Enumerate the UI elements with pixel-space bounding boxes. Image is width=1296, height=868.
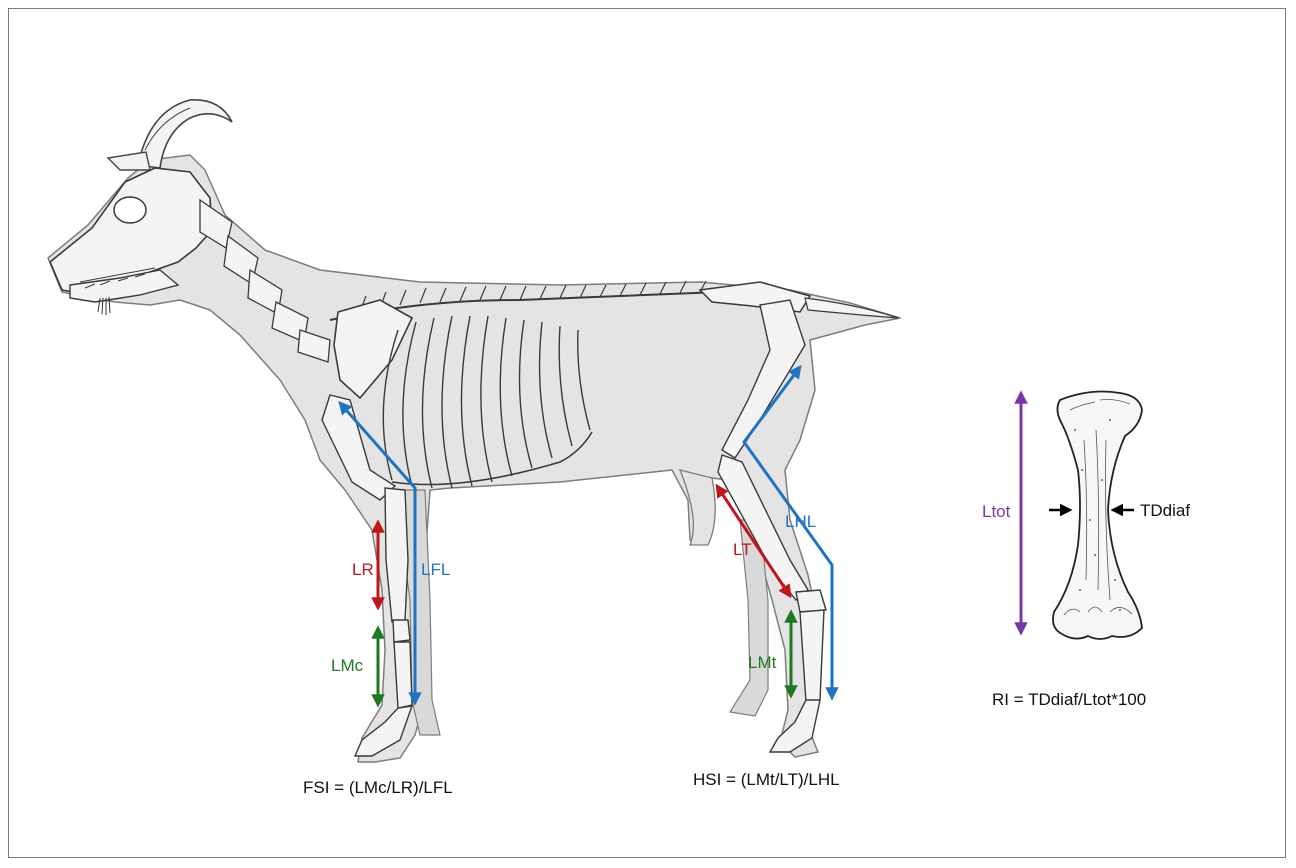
lfl-label: LFL [421, 560, 450, 579]
lt-label: LT [733, 540, 752, 559]
udder [680, 470, 715, 545]
lmt-label: LMt [748, 653, 777, 672]
lr-label: LR [352, 560, 374, 579]
ri-formula: RI = TDdiaf/Ltot*100 [992, 690, 1146, 709]
eye-socket [114, 197, 146, 223]
lhl-label: LHL [785, 512, 816, 531]
fsi-formula: FSI = (LMc/LR)/LFL [303, 778, 453, 797]
hsi-formula: HSI = (LMt/LT)/LHL [693, 770, 840, 789]
ltot-label: Ltot [982, 502, 1011, 521]
metapodial-bone [1053, 392, 1142, 639]
ear [108, 152, 150, 170]
tddiaf-label: TDdiaf [1140, 501, 1190, 520]
bone-icon [1053, 392, 1142, 639]
lmc-label: LMc [331, 656, 364, 675]
